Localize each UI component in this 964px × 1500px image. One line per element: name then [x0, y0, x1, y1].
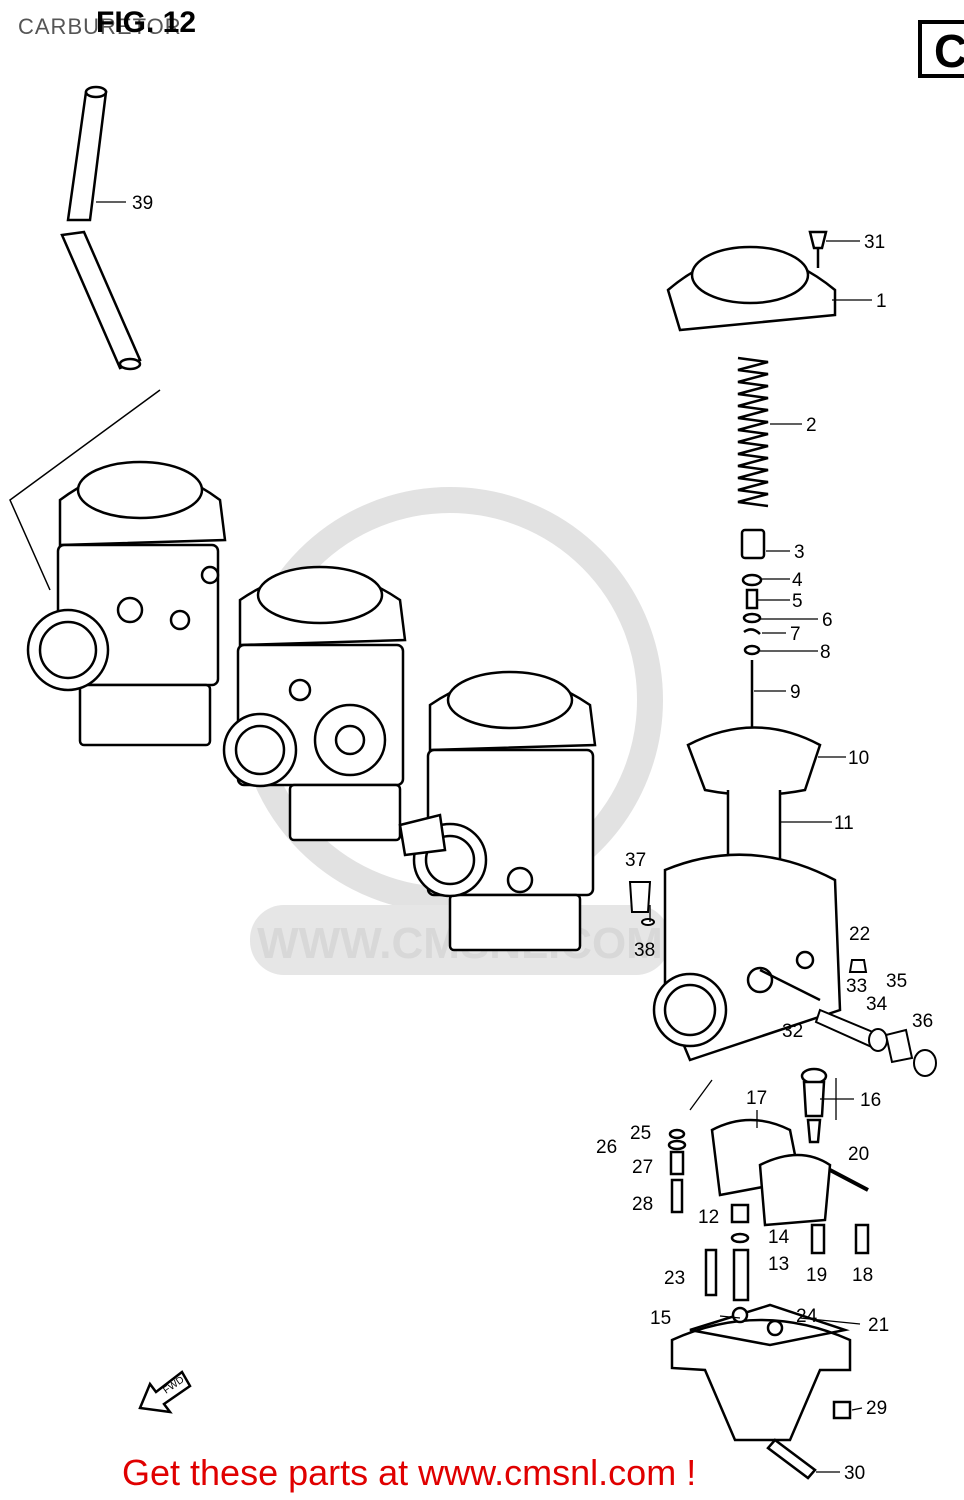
callout-2: 2	[806, 415, 817, 436]
callout-21: 21	[868, 1315, 889, 1336]
callout-3: 3	[794, 542, 805, 563]
callout-37: 37	[625, 850, 646, 871]
callout-39: 39	[132, 193, 153, 214]
callout-27: 27	[632, 1157, 653, 1178]
callout-20: 20	[848, 1144, 869, 1165]
carburetor-2	[222, 565, 407, 842]
callout-14: 14	[768, 1227, 790, 1248]
carburetor-3	[398, 670, 597, 952]
callout-labels: 39 31 1 2 3 4 5 6 7 8 9 10 11 37 38 22 3…	[132, 193, 933, 1484]
callout-28: 28	[632, 1194, 653, 1215]
callout-35: 35	[886, 971, 907, 992]
small-parts-right	[628, 881, 937, 1077]
callout-4: 4	[792, 570, 803, 591]
section-badge: C	[918, 20, 964, 78]
fwd-arrow-icon: FWD	[138, 1370, 192, 1414]
callout-30: 30	[844, 1463, 865, 1484]
callout-26: 26	[596, 1137, 617, 1158]
callout-24: 24	[796, 1306, 818, 1327]
callout-13: 13	[768, 1254, 789, 1275]
callout-7: 7	[790, 624, 801, 645]
callout-8: 8	[820, 642, 831, 663]
callout-23: 23	[664, 1268, 685, 1289]
leader-lines	[96, 201, 872, 1473]
callout-33: 33	[846, 976, 867, 997]
callout-6: 6	[822, 610, 833, 631]
callout-1: 1	[876, 291, 887, 312]
callout-36: 36	[912, 1011, 933, 1032]
callout-18: 18	[852, 1265, 873, 1286]
carburetor-1	[26, 460, 227, 747]
callout-17: 17	[746, 1088, 767, 1109]
section-letter: C	[934, 25, 964, 77]
callout-34: 34	[866, 994, 888, 1015]
callout-31: 31	[864, 232, 885, 253]
callout-19: 19	[806, 1265, 827, 1286]
callout-38: 38	[634, 940, 655, 961]
callout-25: 25	[630, 1123, 651, 1144]
diagram-title: CARBURETOR	[18, 14, 182, 39]
callout-15: 15	[650, 1308, 671, 1329]
callout-5: 5	[792, 591, 803, 612]
callout-11: 11	[834, 813, 854, 834]
vent-hose	[9, 85, 161, 591]
figure-number: FIG. 12	[96, 6, 197, 39]
promo-footer: Get these parts at www.cmsnl.com !	[122, 1452, 697, 1493]
callout-9: 9	[790, 682, 801, 703]
callout-22: 22	[849, 924, 870, 945]
callout-16: 16	[860, 1090, 881, 1111]
exploded-carburetor	[652, 230, 842, 1062]
callout-10: 10	[848, 748, 869, 769]
float-bowl-assembly	[667, 1067, 870, 1480]
callout-12: 12	[698, 1207, 719, 1228]
callout-32: 32	[782, 1021, 803, 1042]
callout-29: 29	[866, 1398, 887, 1419]
